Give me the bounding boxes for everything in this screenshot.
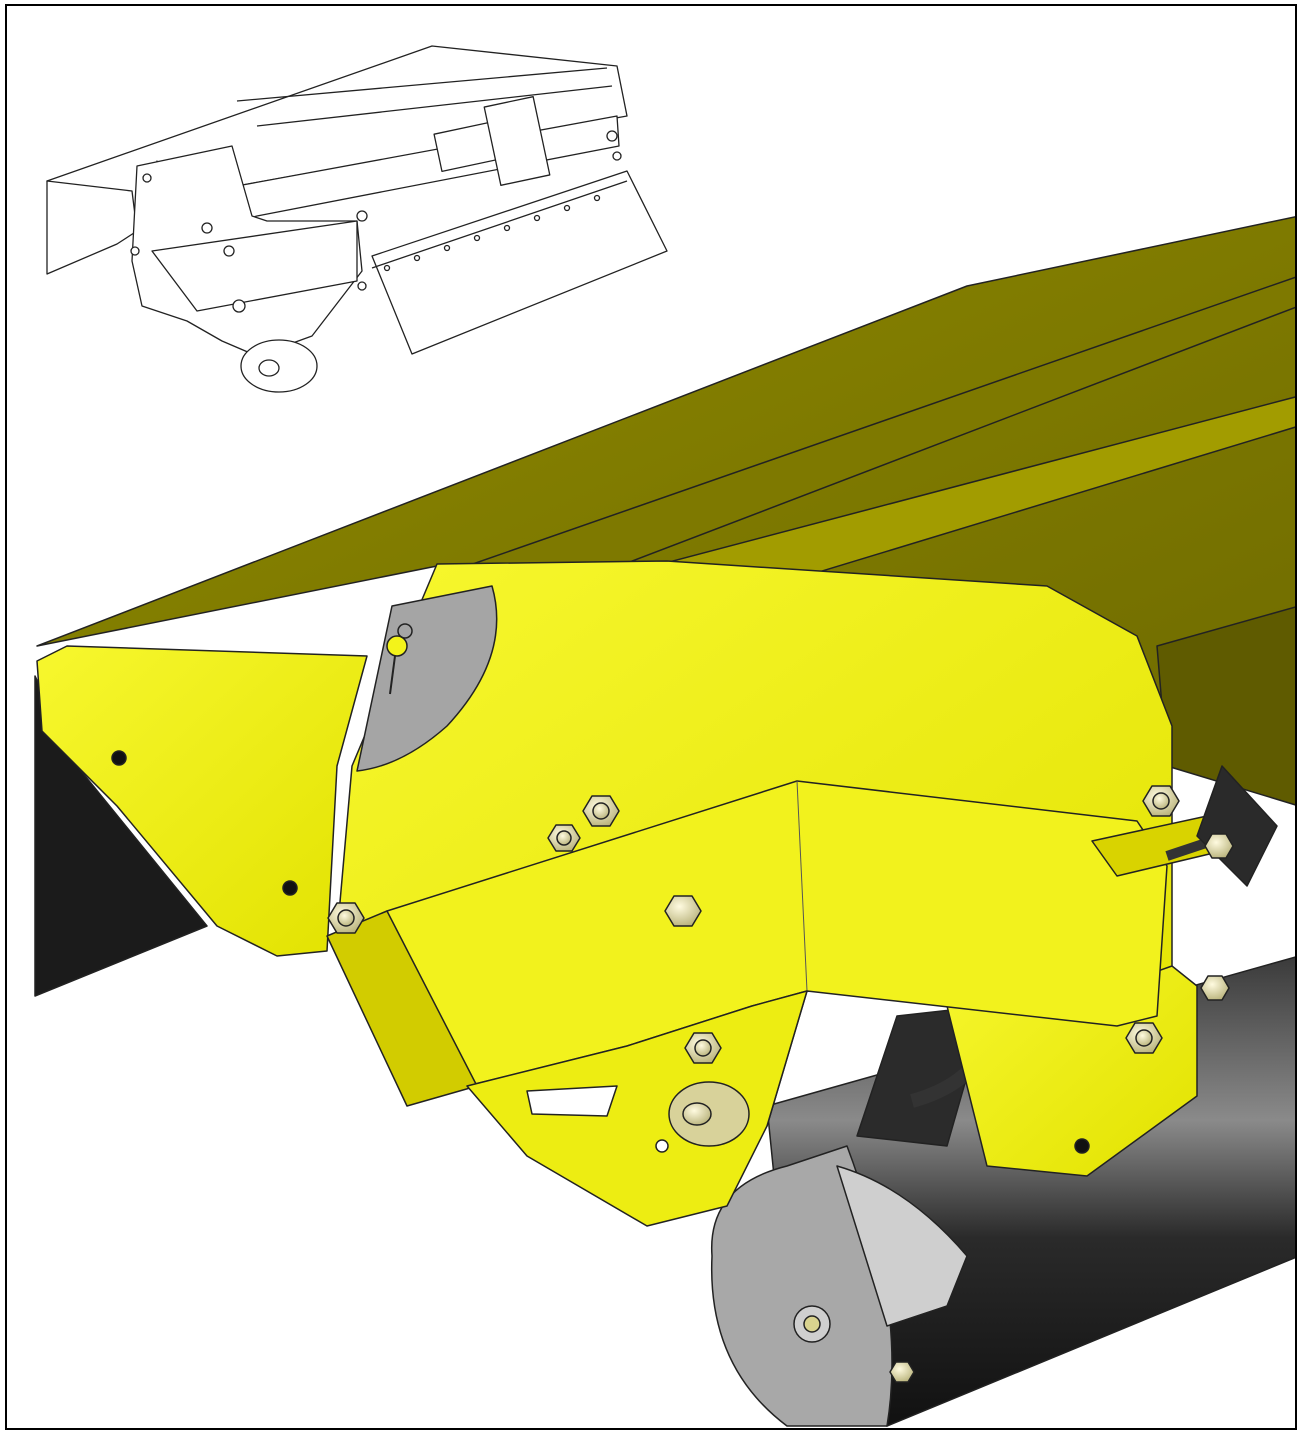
roller-disk-highlight (836, 1165, 968, 1327)
inset-left-skirt (46, 180, 138, 275)
pivot-spacer (668, 1081, 750, 1147)
rear-plate-hole (1074, 1138, 1090, 1154)
left-end-plate (36, 645, 368, 957)
inset-bolts (130, 130, 622, 313)
inset-cylinder-mount (483, 96, 551, 186)
gusset-hole (655, 1139, 669, 1153)
lower-gusset (466, 990, 808, 1227)
inset-arm-bracket (151, 220, 358, 312)
figure-canvas (34, 45, 1295, 1427)
figure-frame (5, 4, 1297, 1430)
hex-bolts (327, 785, 1234, 1383)
inset-scraper-flap (371, 170, 668, 355)
gray-inspection-panel (356, 585, 498, 772)
main-assembly-detail (34, 216, 1295, 1427)
inset-overview-drawing (46, 45, 668, 393)
cotter-pin (386, 623, 413, 695)
end-plate-hole (111, 750, 127, 766)
slot-cutout (526, 1085, 618, 1117)
end-plate-hole (282, 880, 298, 896)
